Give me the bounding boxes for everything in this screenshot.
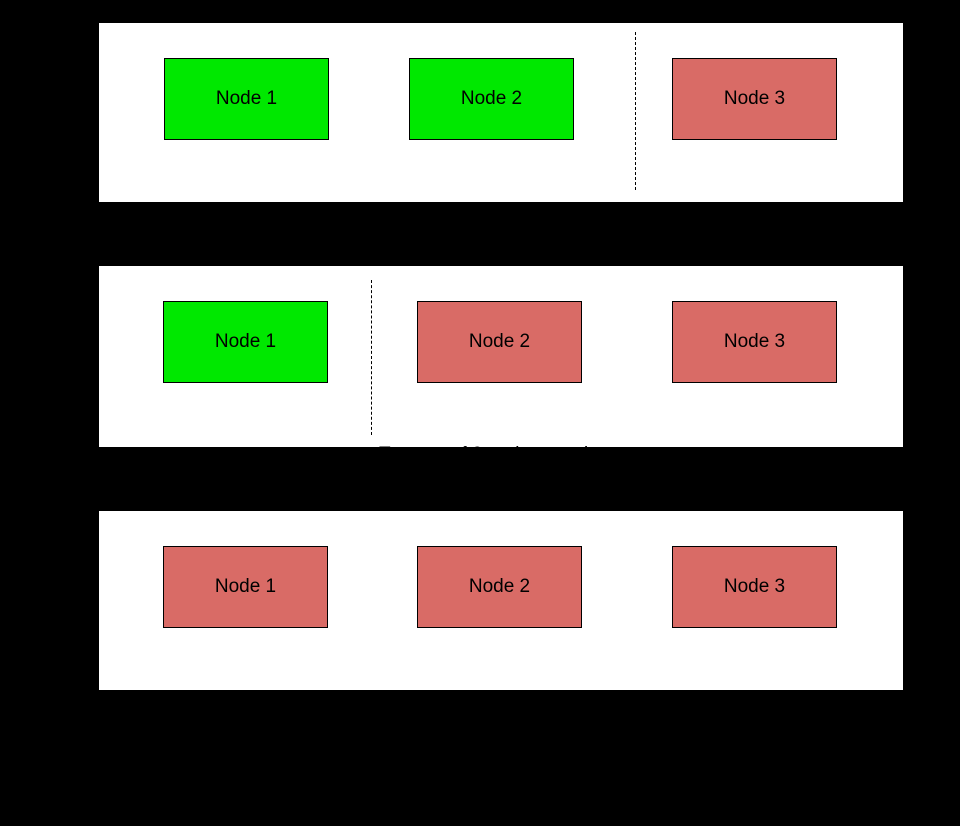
node-2-label: Node 2 [468,331,531,352]
scenario-caption: All Nodes are down Majority Fails & Clus… [99,642,903,826]
node-2-box: Node 2 [409,58,574,140]
node-1-label: Node 1 [214,576,277,597]
node-2-box: Node 2 [417,301,582,383]
caption-line-2: Majority Fails & Cluster Stops [376,758,626,779]
caption-line-1: Two out of 3 nodes are up [391,201,611,222]
node-1-label: Node 1 [215,88,278,109]
caption-line-1: All Nodes are down [418,689,584,710]
scenario-panel-all-down: Node 1 Node 2 Node 3 All Nodes are down … [97,509,905,779]
partition-dashed-line [635,32,636,190]
node-1-box: Node 1 [164,58,329,140]
partition-dashed-line [371,280,372,435]
node-1-box: Node 1 [163,301,328,383]
node-2-box: Node 2 [417,546,582,628]
node-2-label: Node 2 [468,576,531,597]
node-3-box: Node 3 [672,58,837,140]
node-3-box: Node 3 [672,301,837,383]
node-3-label: Node 3 [723,576,786,597]
scenario-panel-majority-down: Node 1 Node 2 Node 3 Two out of 3 nodes … [97,264,905,534]
node-3-label: Node 3 [723,88,786,109]
node-1-box: Node 1 [163,546,328,628]
node-1-label: Node 1 [214,331,277,352]
diagram-canvas: { "colors": { "background": "#000000", "… [97,21,905,779]
node-2-label: Node 2 [460,88,523,109]
caption-line-1: Two out of 3 nodes are down [379,444,623,465]
scenario-panel-majority-up: Node 1 Node 2 Node 3 Two out of 3 nodes … [97,21,905,291]
node-3-box: Node 3 [672,546,837,628]
node-3-label: Node 3 [723,331,786,352]
